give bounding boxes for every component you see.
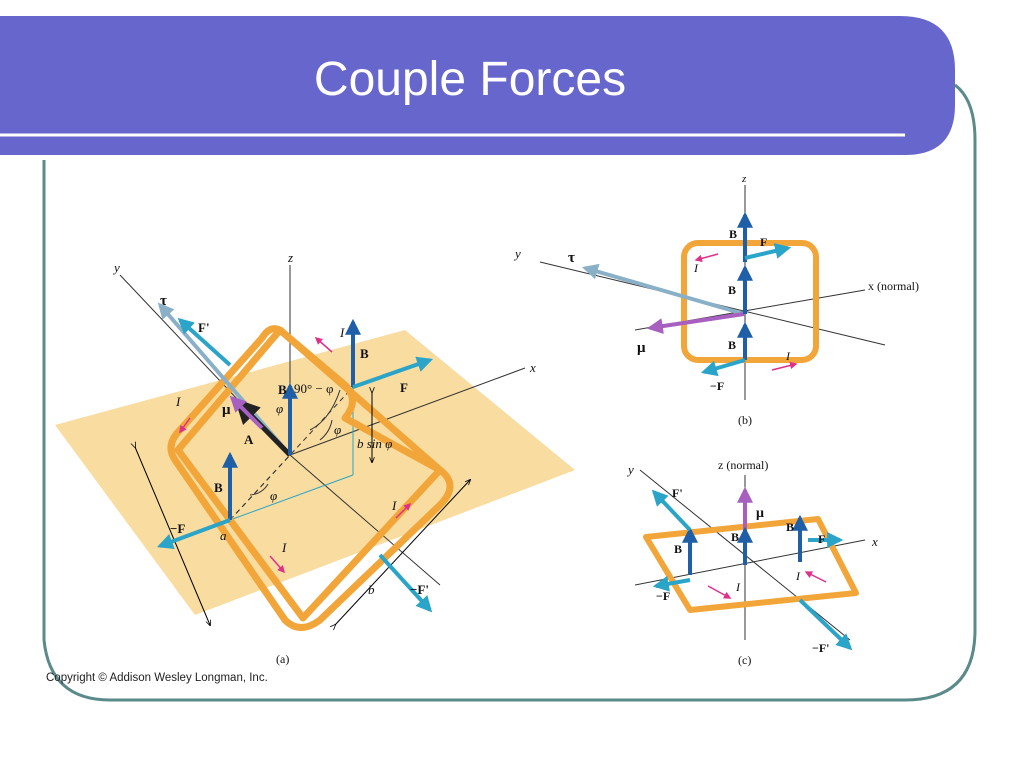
b-B-bottom-label: B (728, 338, 736, 352)
c-F-prime-label: F' (672, 486, 683, 500)
c-neg-F-label: −F (656, 589, 670, 603)
slide-title: Couple Forces (313, 53, 627, 106)
b-x-normal-label: x (normal) (868, 279, 919, 293)
b-tau-label: τ (568, 250, 575, 266)
a-F-label: F (400, 380, 408, 395)
a-phi-3-label: φ (270, 488, 277, 503)
a-I-left-label: I (175, 394, 181, 409)
a-phi-2-label: φ (334, 422, 341, 437)
a-caption: (a) (276, 652, 289, 666)
diagram-a (55, 265, 575, 631)
c-B-right-label: B (786, 520, 794, 534)
c-I-left-label: I (735, 580, 741, 594)
copyright-notice: Copyright © Addison Wesley Longman, Inc. (46, 672, 268, 684)
a-neg-F-label: −F (170, 521, 185, 536)
b-y-label: y (513, 246, 521, 261)
a-angle-label: 90° − φ (294, 381, 334, 396)
b-z-label: z (741, 173, 747, 185)
b-caption: (b) (738, 413, 752, 427)
diagram-c (634, 469, 866, 651)
a-mu-label: μ (222, 402, 231, 418)
a-I-right-label: I (391, 498, 397, 513)
title-bar (0, 16, 955, 155)
a-B-center-label: B (278, 382, 287, 397)
a-B-left-label: B (214, 480, 223, 495)
a-z-label: z (287, 250, 293, 265)
c-F-label: F (818, 532, 825, 546)
a-I-bottom-label: I (281, 540, 287, 555)
b-B-center-label: B (728, 283, 736, 297)
c-B-left-label: B (674, 542, 682, 556)
b-neg-F-label: −F (710, 379, 724, 393)
b-I-bottom-label: I (785, 349, 791, 363)
c-mu-label: μ (756, 506, 764, 521)
a-side-b-label: b (368, 582, 375, 597)
b-F-label: F (760, 235, 767, 249)
a-I-top-label: I (339, 325, 345, 340)
b-mu-label: μ (637, 340, 646, 356)
c-B-center-label: B (731, 530, 739, 544)
a-x-label: x (529, 360, 536, 375)
content-frame (42, 83, 977, 702)
a-tau-label: τ (160, 293, 167, 309)
diagram-b (539, 185, 886, 400)
c-I-right-label: I (795, 569, 801, 583)
c-z-normal-label: z (normal) (718, 458, 768, 472)
c-neg-F-prime-label: −F' (812, 641, 830, 655)
b-B-top-label: B (729, 227, 737, 241)
c-y-label: y (626, 462, 634, 477)
a-b-sin-phi-label: b sin φ (357, 436, 392, 451)
c-caption: (c) (738, 653, 751, 667)
a-y-label: y (112, 260, 120, 275)
a-B-top-label: B (360, 346, 369, 361)
a-F-prime-label: F' (198, 320, 210, 335)
a-A-label: A (244, 432, 254, 447)
a-side-a-label: a (220, 528, 227, 543)
b-I-top-label: I (693, 261, 699, 275)
a-neg-F-prime-label: −F' (410, 582, 429, 597)
c-x-label: x (871, 534, 878, 549)
a-phi-1-label: φ (276, 401, 283, 416)
